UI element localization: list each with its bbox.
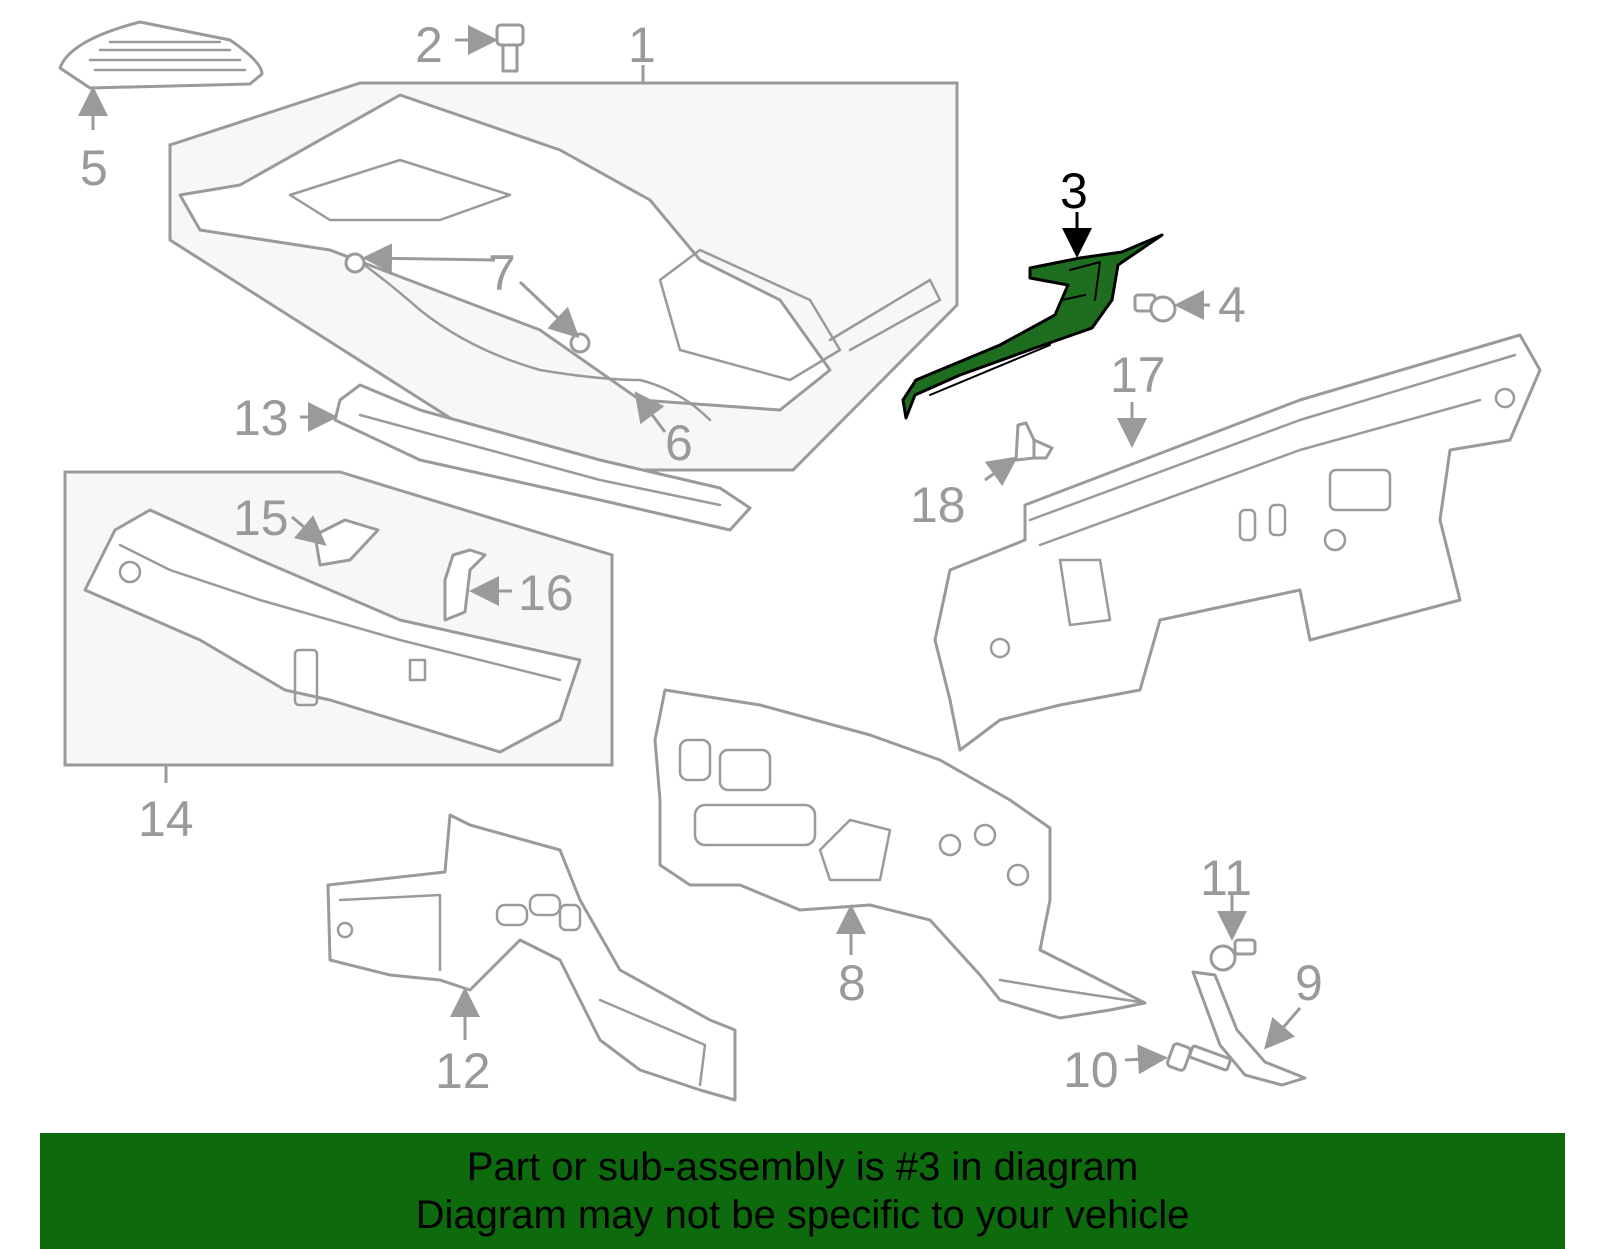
part-13-panel	[300, 383, 752, 532]
parts-diagram: 1 2 3 4 5 6 7 8 9 10 11 12 13 14 15 16 1…	[58, 17, 1542, 1102]
callout-8: 8	[838, 955, 866, 1011]
part-3-highlighted	[901, 212, 1164, 420]
part-11-bolt	[1209, 895, 1257, 972]
callout-10: 10	[1063, 1042, 1119, 1098]
part-14-box	[63, 470, 614, 783]
part-5-cover	[58, 20, 264, 130]
callout-2: 2	[415, 17, 443, 73]
callout-13: 13	[233, 390, 289, 446]
part-2-bolt	[455, 23, 525, 73]
callout-4: 4	[1218, 277, 1246, 333]
part-9-bracket	[1191, 970, 1307, 1087]
banner-line-2: Diagram may not be specific to your vehi…	[415, 1193, 1190, 1237]
part-4-bolt	[1133, 290, 1210, 323]
info-banner: Part or sub-assembly is #3 in diagram Di…	[40, 1133, 1565, 1249]
part-12-bracket	[326, 813, 737, 1102]
callout-12: 12	[435, 1043, 491, 1099]
callout-5: 5	[80, 140, 108, 196]
part-8-insulator	[653, 688, 1147, 1020]
callout-14: 14	[138, 791, 194, 847]
banner-line-1: Part or sub-assembly is #3 in diagram	[466, 1145, 1139, 1189]
callout-9: 9	[1295, 955, 1323, 1011]
callout-16: 16	[518, 565, 574, 621]
part-1-cowl-panel-box	[168, 65, 959, 472]
callout-labels: 1 2 3 4 5 6 7 8 9 10 11 12 13 14 15 16 1…	[80, 17, 1323, 1099]
part-10-bolt	[1124, 1042, 1232, 1075]
callout-6: 6	[665, 415, 693, 471]
callout-11: 11	[1200, 850, 1252, 906]
part-17-dash-panel	[933, 333, 1542, 752]
callout-15: 15	[233, 490, 289, 546]
callout-1: 1	[628, 17, 656, 73]
callout-3: 3	[1060, 163, 1088, 219]
callout-17: 17	[1110, 347, 1166, 403]
part-18-clip	[984, 421, 1054, 487]
callout-18: 18	[910, 477, 966, 533]
callout-7: 7	[488, 245, 516, 301]
